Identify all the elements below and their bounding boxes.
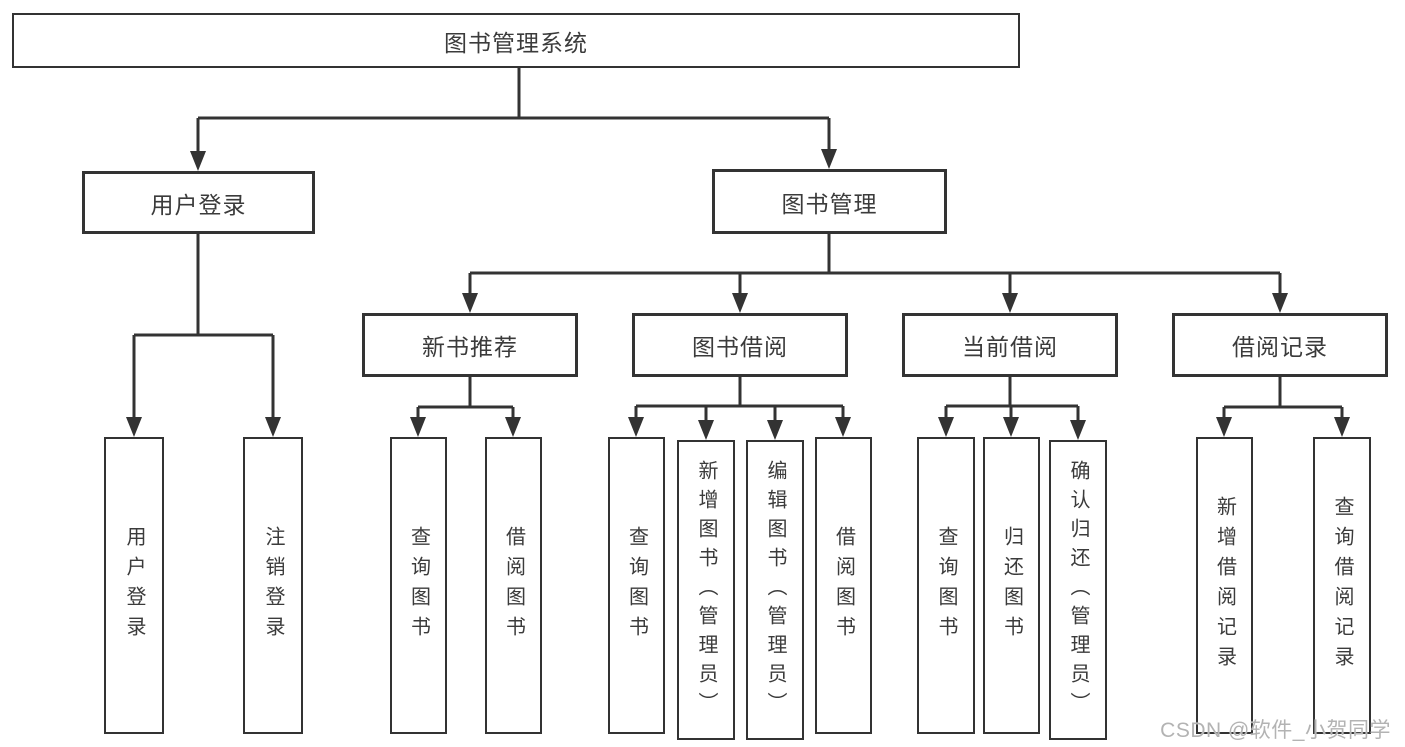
leaf-bb-query-books: 查询图书 (608, 437, 665, 734)
leaf-user-login-label: 用户登录 (123, 525, 145, 646)
leaf-cb-query-books: 查询图书 (917, 437, 975, 734)
node-borrowing-records: 借阅记录 (1172, 313, 1388, 377)
connector-borrow-records-to-leaves (1216, 377, 1350, 437)
leaf-br-query-record-label: 查询借阅记录 (1331, 495, 1353, 676)
node-current-borrowing: 当前借阅 (902, 313, 1118, 377)
node-new-book-recommend-label: 新书推荐 (422, 334, 518, 360)
leaf-logout: 注销登录 (243, 437, 303, 734)
leaf-cb-query-books-label: 查询图书 (935, 525, 957, 646)
leaf-bb-add-books-admin-label: 新增图书（管理员） (695, 459, 717, 721)
leaf-bb-borrow-books: 借阅图书 (815, 437, 872, 734)
node-borrowing-records-label: 借阅记录 (1232, 334, 1328, 360)
node-book-borrowing-label: 图书借阅 (692, 334, 788, 360)
connector-user-login-to-leaves (126, 234, 281, 437)
leaf-bb-query-books-label: 查询图书 (625, 525, 648, 646)
node-user-login-label: 用户登录 (150, 191, 247, 218)
connector-book-borrow-to-leaves (628, 377, 851, 440)
node-book-management: 图书管理 (712, 169, 947, 234)
leaf-br-add-record: 新增借阅记录 (1196, 437, 1253, 734)
leaf-bb-add-books-admin: 新增图书（管理员） (677, 440, 735, 740)
connector-book-mgmt-to-level3 (462, 234, 1288, 313)
node-new-book-recommend: 新书推荐 (362, 313, 578, 377)
csdn-watermark: CSDN @软件_小贺同学 (1160, 719, 1391, 742)
leaf-nbr-borrow-books-label: 借阅图书 (502, 525, 525, 646)
leaf-cb-return-books-label: 归还图书 (1000, 525, 1023, 646)
connector-current-borrow-to-leaves (938, 377, 1086, 440)
leaf-bb-borrow-books-label: 借阅图书 (832, 525, 855, 646)
connector-root-to-level2 (190, 68, 837, 171)
leaf-nbr-query-books: 查询图书 (390, 437, 447, 734)
leaf-cb-return-books: 归还图书 (983, 437, 1040, 734)
leaf-cb-confirm-return-admin-label: 确认归还（管理员） (1067, 459, 1089, 721)
leaf-logout-label: 注销登录 (262, 525, 284, 646)
leaf-nbr-query-books-label: 查询图书 (407, 525, 430, 646)
node-current-borrowing-label: 当前借阅 (962, 334, 1058, 360)
leaf-bb-edit-books-admin: 编辑图书（管理员） (746, 440, 804, 740)
leaf-user-login: 用户登录 (104, 437, 164, 734)
node-root-label: 图书管理系统 (444, 29, 588, 56)
leaf-br-add-record-label: 新增借阅记录 (1213, 495, 1236, 676)
connector-new-book-rec-to-leaves (410, 377, 521, 437)
leaf-nbr-borrow-books: 借阅图书 (485, 437, 542, 734)
node-root-library-system: 图书管理系统 (12, 13, 1020, 68)
node-book-management-label: 图书管理 (781, 190, 878, 217)
leaf-bb-edit-books-admin-label: 编辑图书（管理员） (764, 459, 786, 721)
node-user-login: 用户登录 (82, 171, 315, 234)
node-book-borrowing: 图书借阅 (632, 313, 848, 377)
leaf-cb-confirm-return-admin: 确认归还（管理员） (1049, 440, 1107, 740)
leaf-br-query-record: 查询借阅记录 (1313, 437, 1371, 734)
